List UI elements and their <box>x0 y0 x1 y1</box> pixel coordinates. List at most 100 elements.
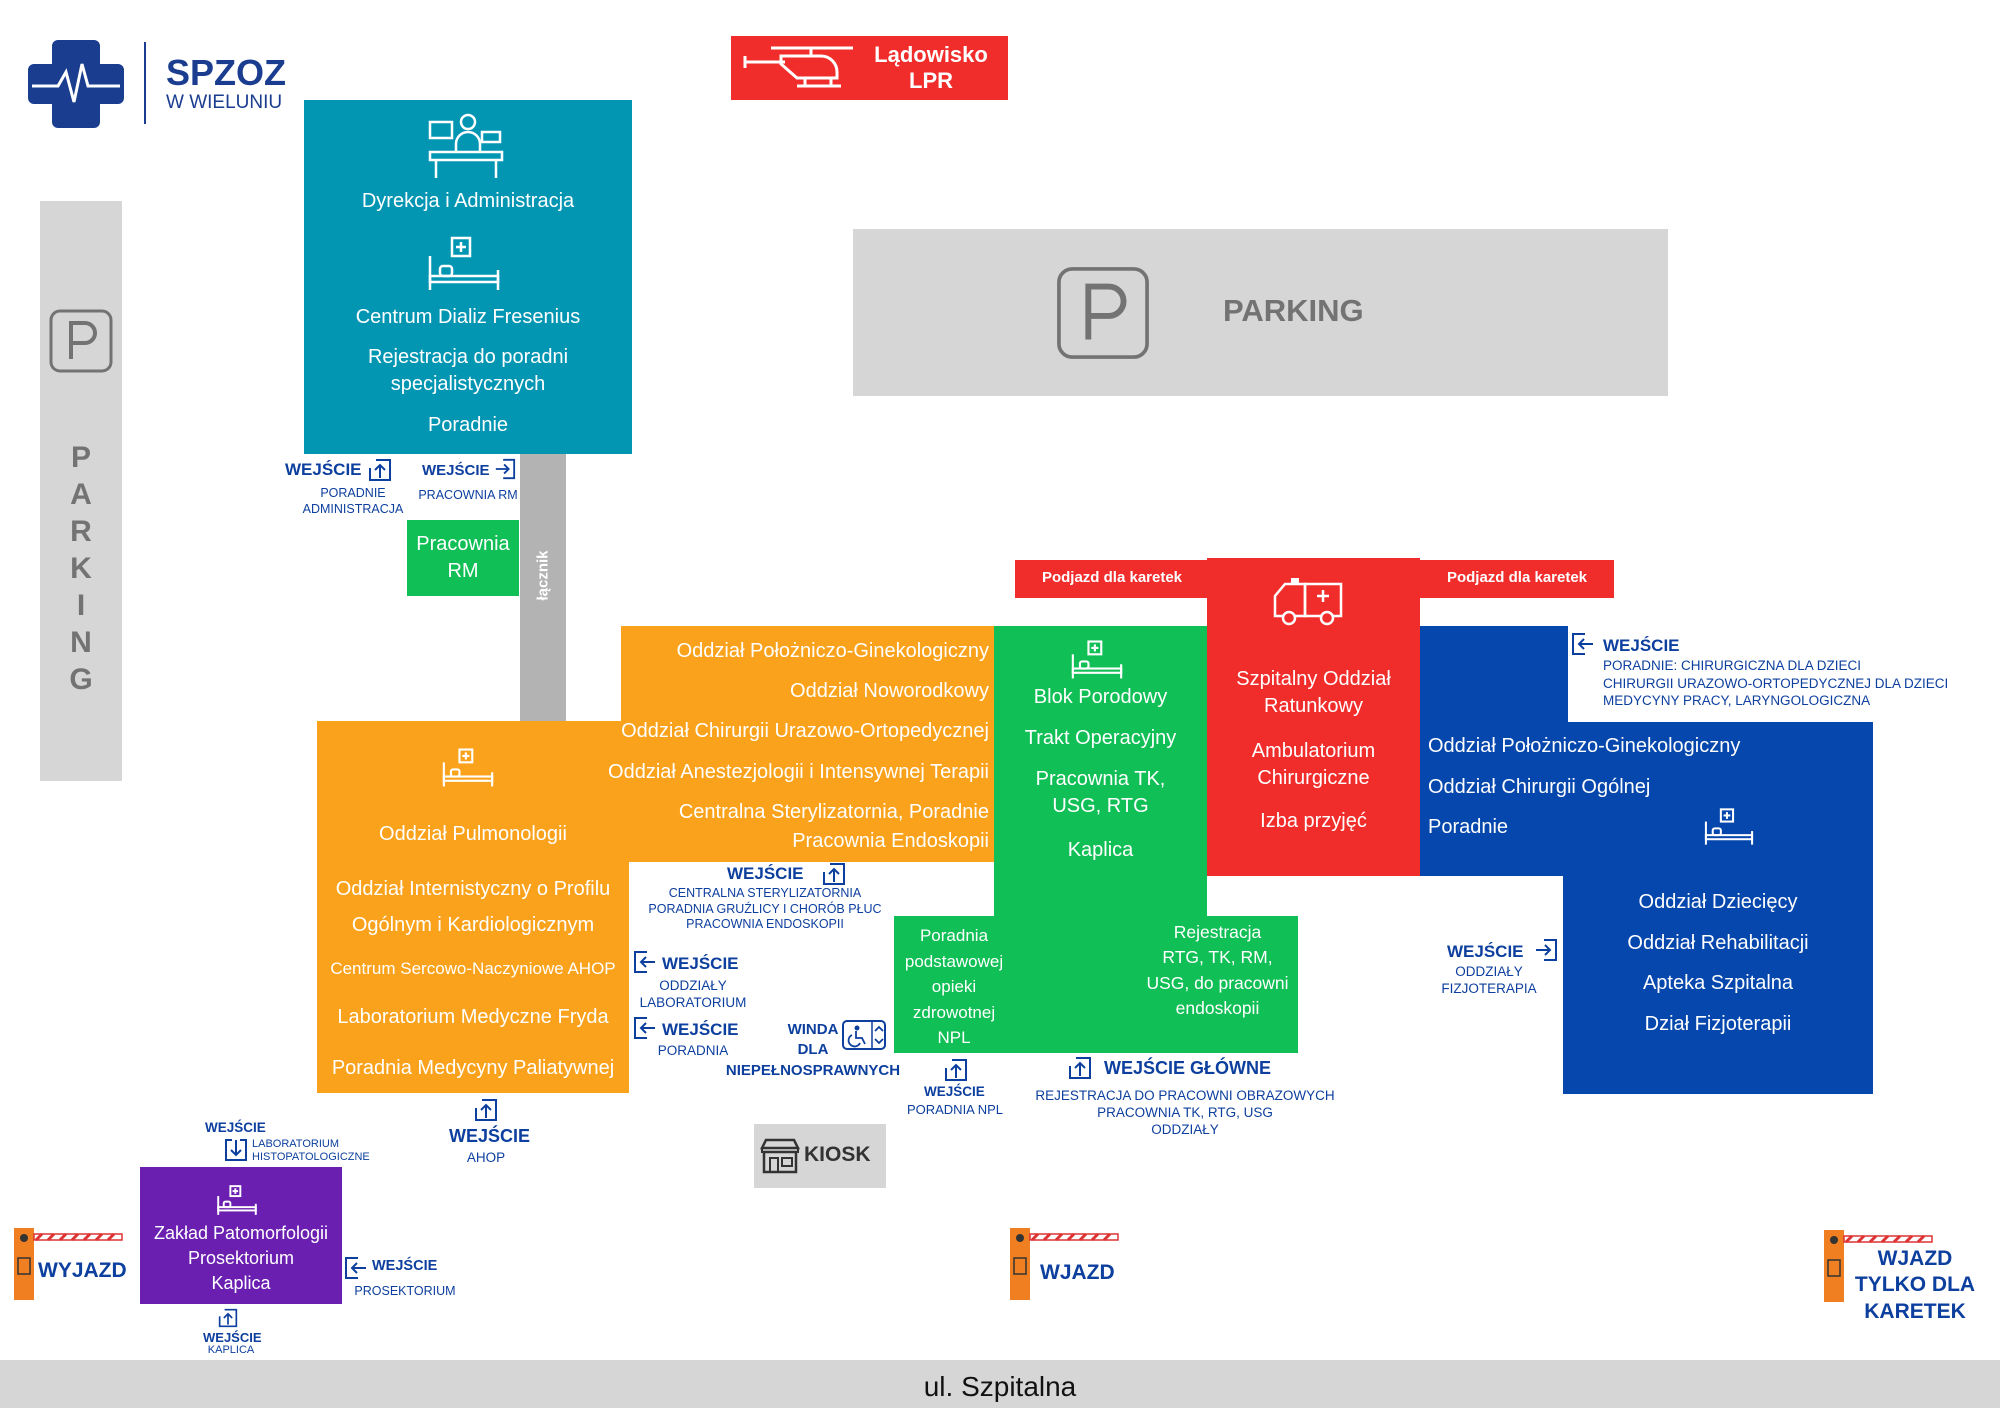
accessible-lift-icon <box>842 1020 886 1050</box>
orange-upper-item: Centralna Sterylizatornia, Poradnie <box>678 801 989 823</box>
building-pathology: Zakład Patomorfologii Prosektorium Kapli… <box>140 1167 342 1304</box>
barrier-gate-icon <box>1010 1228 1119 1300</box>
medical-cross-icon <box>28 40 124 128</box>
entrance-sublabel: PORADNIE ADMINISTRACJA <box>302 486 404 516</box>
shop-icon <box>760 1138 800 1174</box>
main-entrance-label: WEJŚCIE GŁÓWNE <box>1104 1058 1272 1078</box>
entrance-up-icon[interactable] <box>1068 1056 1092 1080</box>
entrance-sublabel: KAPLICA <box>207 1344 255 1356</box>
blue-lower-item: Oddział Rehabilitacji <box>1627 932 1809 954</box>
lift-label: WINDA DLA NIEPEŁNOSPRAWNYCH <box>725 1021 901 1079</box>
building-orange-upper <box>621 626 994 862</box>
parking-top-label: PARKING <box>1223 293 1364 328</box>
orange-upper-item: Oddział Położniczo-Ginekologiczny <box>676 640 989 662</box>
ambulance-road-label: Podjazd dla karetek <box>1041 569 1183 586</box>
entrance-left-icon[interactable] <box>344 1256 368 1280</box>
logo-city: W WIELUNIU <box>166 92 283 113</box>
orange-lower-item: Oddział Internistyczny o Profilu Ogólnym… <box>335 878 611 936</box>
entrance-up-icon[interactable] <box>474 1098 498 1122</box>
building-green-npl: Poradnia podstawowej opieki zdrowotnej N… <box>894 916 1014 1053</box>
entrance-label: WEJŚCIE <box>727 864 804 883</box>
hospital-bed-icon <box>1704 808 1754 845</box>
registration-label: Rejestracja RTG, TK, RM, USG, do pracown… <box>1146 922 1289 1019</box>
connector: łącznik <box>520 452 566 722</box>
blue-upper-item: Oddział Chirurgii Ogólnej <box>1428 776 1651 798</box>
entrance-sublabel: REJESTRACJA DO PRACOWNI OBRAZOWYCH PRACO… <box>1035 1088 1335 1137</box>
connector-label: łącznik <box>534 550 552 601</box>
entrance-label: WEJŚCIE <box>285 460 362 479</box>
entrance-label: WEJŚCIE <box>662 954 739 973</box>
teal-item: Centrum Dializ Fresenius <box>355 306 581 328</box>
orange-upper-item: Oddział Noworodkowy <box>790 680 989 702</box>
entrance-left-icon[interactable] <box>633 1016 657 1040</box>
hospital-bed-icon <box>442 748 494 787</box>
helipad: Lądowisko LPR <box>731 36 1008 100</box>
entrance-label: WEJŚCIE <box>662 1020 739 1039</box>
blue-upper-item: Oddział Położniczo-Ginekologiczny <box>1428 735 1741 757</box>
ambulance-road-label: Podjazd dla karetek <box>1446 569 1588 586</box>
helipad-label: Lądowisko LPR <box>874 42 988 94</box>
logo-name: SPZOZ <box>166 52 287 93</box>
entrance-label: WEJŚCIE <box>1603 636 1680 655</box>
orange-upper-item: Oddział Chirurgii Urazowo-Ortopedycznej <box>621 720 989 742</box>
entrance-label: WEJŚCIE <box>372 1258 438 1274</box>
helicopter-icon <box>743 46 853 88</box>
green-item: Trakt Operacyjny <box>1024 727 1177 749</box>
entrance-left-icon[interactable] <box>1571 632 1595 656</box>
blue-lower-item: Dział Fizjoterapii <box>1644 1013 1792 1035</box>
entrance-up-icon[interactable] <box>944 1058 968 1082</box>
teal-item: Rejestracja do poradni specjalistycznych <box>367 346 569 395</box>
building-green-main: Blok Porodowy Trakt Operacyjny Pracownia… <box>994 626 1207 1053</box>
orange-lower-item: Oddział Pulmonologii <box>379 823 567 845</box>
entrance-up-icon[interactable] <box>368 458 392 482</box>
parking-icon <box>49 309 113 373</box>
entrance-label: WEJŚCIE <box>422 462 490 479</box>
entrance-sublabel: PORADNIA NPL <box>906 1102 1004 1117</box>
hospital-bed-icon <box>1071 640 1123 679</box>
entrance-sublabel: PRACOWNIA RM <box>418 488 518 502</box>
entrance-sublabel: AHOP <box>466 1150 506 1165</box>
building-administration: Dyrekcja i Administracja Centrum Dializ … <box>304 100 632 454</box>
parking-top: PARKING <box>853 229 1668 396</box>
entrance-down-icon[interactable] <box>224 1138 248 1162</box>
orange-lower-item: Centrum Sercowo-Naczyniowe AHOP <box>330 959 616 978</box>
street-label: ul. Szpitalna <box>923 1371 1077 1402</box>
gate-label-ambulance: WJAZD TYLKO DLA KARETEK <box>1854 1247 1976 1323</box>
parking-icon <box>1057 267 1149 359</box>
emergency-item: Szpitalny Oddział Ratunkowy <box>1236 668 1391 717</box>
logo: SPZOZ W WIELUNIU <box>28 36 298 132</box>
gate-label-exit: WYJAZD <box>38 1259 127 1282</box>
rm-label: Pracownia RM <box>416 533 510 582</box>
entrance-left-icon[interactable] <box>633 950 657 974</box>
blue-lower-item: Oddział Dziecięcy <box>1638 891 1798 913</box>
entrance-sublabel: LABORATORIUM HISTOPATOLOGICZNE <box>252 1138 370 1164</box>
orange-upper-item: Pracownia Endoskopii <box>792 830 989 852</box>
entrance-right-icon[interactable] <box>1534 938 1558 962</box>
entrance-label: WEJŚCIE <box>205 1120 266 1135</box>
building-rm: Pracownia RM <box>407 520 519 596</box>
green-item: Blok Porodowy <box>1033 686 1168 708</box>
green-item: Kaplica <box>1067 839 1134 861</box>
green-item: Pracownia TK, USG, RTG <box>1035 768 1166 817</box>
entrance-label: WEJŚCIE <box>1447 942 1524 961</box>
entrance-up-icon[interactable] <box>822 862 846 886</box>
desk-icon <box>428 113 504 178</box>
hospital-bed-icon <box>428 236 500 290</box>
entrance-up-icon[interactable] <box>218 1308 238 1328</box>
street: ul. Szpitalna <box>0 1360 2000 1408</box>
entrance-sublabel: ODDZIAŁY LABORATORIUM <box>639 978 747 1010</box>
entrance-sublabel: CENTRALNA STERYLIZATORNIA PORADNIA GRUŹL… <box>648 886 882 932</box>
orange-upper-item: Oddział Anestezjologii i Intensywnej Ter… <box>608 761 989 783</box>
hospital-bed-icon <box>217 1185 257 1215</box>
parking-left: P A R K I N G <box>40 201 122 781</box>
parking-left-label: P A R K I N G <box>69 441 93 696</box>
ambulance-icon <box>1273 578 1343 626</box>
ambulance-road-left: Podjazd dla karetek <box>1015 560 1209 598</box>
blue-upper-item: Poradnie <box>1428 816 1509 838</box>
entrance-sublabel: ODDZIAŁY FIZJOTERAPIA <box>1441 964 1537 996</box>
gate-label-enter: WJAZD <box>1040 1261 1115 1284</box>
building-blue-main <box>1420 722 1873 876</box>
emergency-item: Izba przyjęć <box>1260 810 1367 832</box>
barrier-gate-icon <box>1824 1230 1933 1302</box>
entrance-right-icon[interactable] <box>494 458 516 480</box>
